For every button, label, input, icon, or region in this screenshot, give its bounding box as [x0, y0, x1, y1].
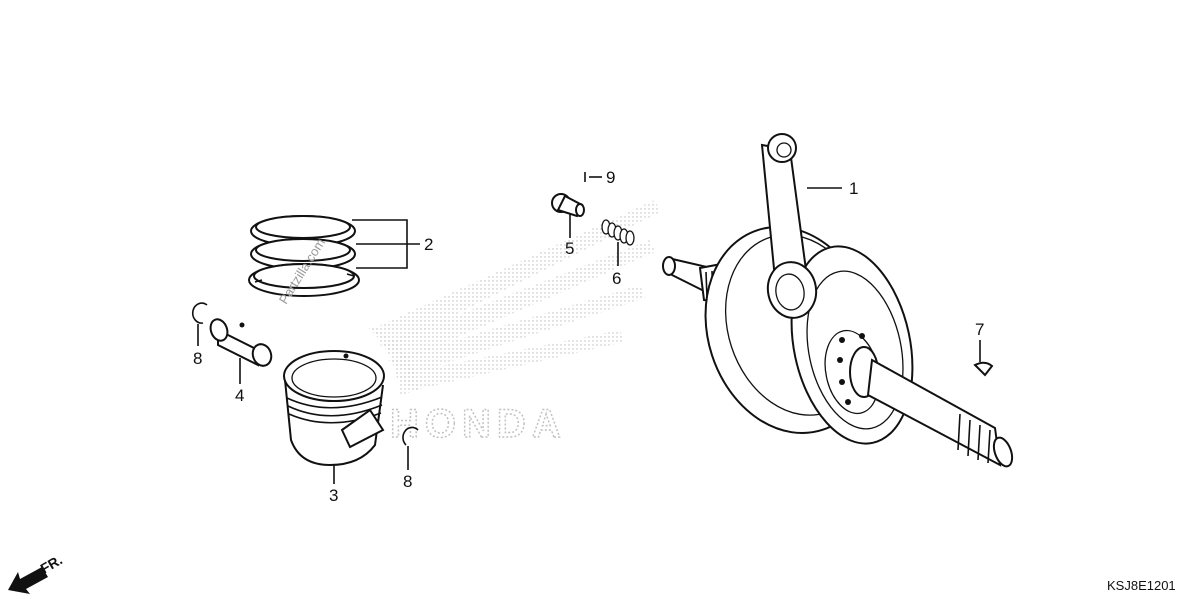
crankshaft-assembly	[662, 133, 1014, 468]
callout-3: 3	[329, 486, 338, 505]
piston	[283, 350, 385, 467]
callout-2: 2	[424, 235, 433, 254]
leader-lines	[197, 176, 981, 484]
callout-9: 9	[606, 168, 615, 187]
bolt	[551, 193, 585, 218]
honda-wing-watermark: HONDA	[365, 200, 660, 447]
piston-pin-clip-left	[191, 302, 208, 324]
woodruff-key	[973, 361, 994, 377]
callout-5: 5	[565, 239, 574, 258]
piston-pin-clip-right	[402, 426, 419, 446]
callout-8-left: 8	[193, 349, 202, 368]
piston-ring-set	[248, 215, 360, 297]
piston-pin	[209, 318, 273, 367]
front-direction-arrow-icon	[8, 567, 48, 594]
callout-4: 4	[235, 386, 244, 405]
callout-7: 7	[975, 320, 984, 339]
watermark-logo-text: HONDA	[390, 402, 567, 446]
spring	[601, 219, 635, 246]
diagram-code: KSJ8E1201	[1107, 578, 1176, 593]
callout-6: 6	[612, 269, 621, 288]
callout-1: 1	[849, 179, 858, 198]
callout-8-right: 8	[403, 472, 412, 491]
